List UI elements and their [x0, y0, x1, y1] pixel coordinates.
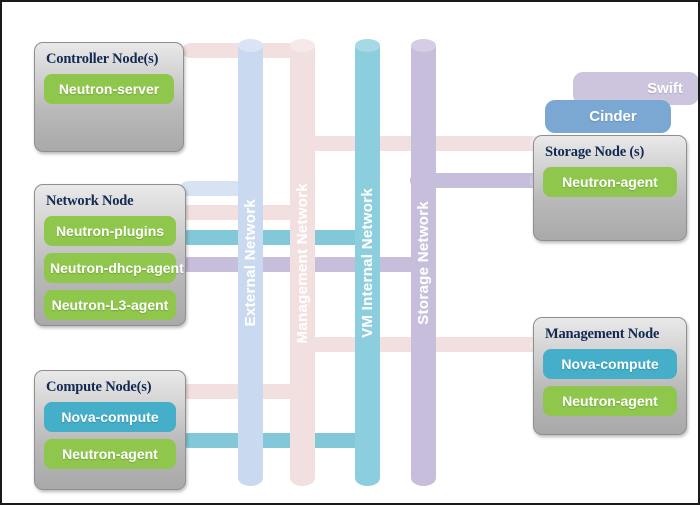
service-chip-cinder-label: Cinder	[589, 108, 637, 125]
node-management-title: Management Node	[545, 326, 660, 342]
network-label-management: Management Network	[294, 182, 311, 344]
network-label-vm-internal: VM Internal Network	[359, 188, 376, 338]
node-network[interactable]: Network Node Neutron-plugins Neutron-dhc…	[34, 184, 186, 326]
service-chip-cinder[interactable]: Cinder	[545, 100, 671, 133]
network-label-storage: Storage Network	[415, 201, 432, 325]
connector-compute-to-vm-net	[180, 433, 377, 448]
network-column-vm-internal[interactable]: VM Internal Network	[355, 39, 380, 486]
service-neutron-l3-agent[interactable]: Neutron-L3-agent	[44, 290, 176, 320]
network-label-external: External Network	[242, 199, 259, 327]
service-neutron-agent-management[interactable]: Neutron-agent	[543, 386, 677, 416]
pipe-top-cap-icon	[290, 39, 315, 52]
service-neutron-server[interactable]: Neutron-server	[44, 74, 174, 104]
network-column-storage[interactable]: Storage Network	[411, 39, 436, 486]
node-storage-title: Storage Node (s)	[545, 144, 645, 160]
pipe-top-cap-icon	[355, 39, 380, 52]
node-storage[interactable]: Storage Node (s) Neutron-agent	[533, 135, 687, 241]
network-column-external[interactable]: External Network	[238, 39, 263, 486]
service-neutron-plugins[interactable]: Neutron-plugins	[44, 216, 176, 246]
network-column-management[interactable]: Management Network	[290, 39, 315, 486]
node-compute[interactable]: Compute Node(s) Nova-compute Neutron-age…	[34, 370, 186, 490]
service-neutron-agent-storage[interactable]: Neutron-agent	[543, 167, 677, 197]
node-network-title: Network Node	[46, 193, 134, 209]
service-neutron-dhcp-agent[interactable]: Neutron-dhcp-agent	[44, 253, 184, 283]
service-chip-swift-label: Swift	[647, 80, 683, 97]
node-management[interactable]: Management Node Nova-compute Neutron-age…	[533, 317, 687, 435]
pipe-top-cap-icon	[238, 39, 263, 52]
service-nova-compute-compute[interactable]: Nova-compute	[44, 402, 176, 432]
service-nova-compute-management[interactable]: Nova-compute	[543, 349, 677, 379]
node-compute-title: Compute Node(s)	[46, 379, 152, 395]
service-neutron-agent-compute[interactable]: Neutron-agent	[44, 439, 176, 469]
service-chip-swift[interactable]: Swift	[573, 72, 698, 105]
connector-network-to-vm-net	[180, 230, 377, 245]
node-controller[interactable]: Controller Node(s) Neutron-server	[34, 42, 184, 152]
pipe-top-cap-icon	[411, 39, 436, 52]
node-controller-title: Controller Node(s)	[46, 51, 159, 67]
